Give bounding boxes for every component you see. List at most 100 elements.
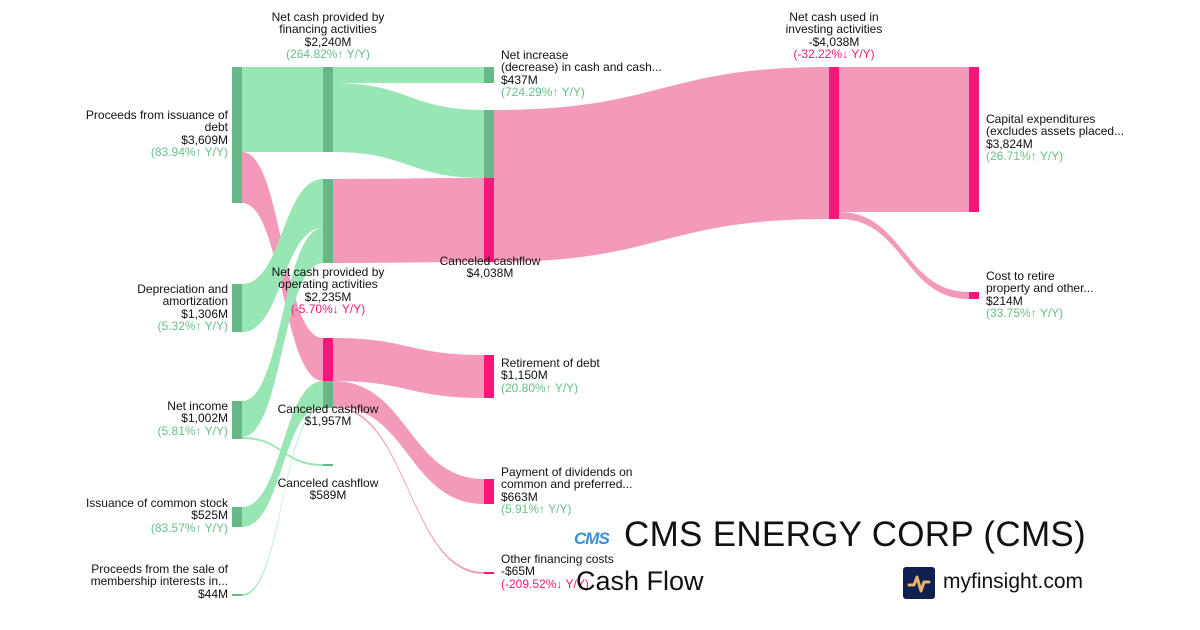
node-change: (83.94%↑ Y/Y) bbox=[150, 144, 228, 159]
node-name: Canceled cashflow bbox=[277, 402, 379, 416]
node-name: (decrease) in cash and cash... bbox=[501, 60, 662, 75]
node-value: $1,306M bbox=[181, 306, 228, 321]
node-name: Other financing costs bbox=[501, 552, 614, 566]
node-fin bbox=[323, 67, 333, 152]
link-fin-to-netinc bbox=[333, 67, 484, 83]
node-value: $3,824M bbox=[986, 136, 1033, 151]
node-costret bbox=[969, 292, 979, 299]
link-cc1957-to-retire bbox=[333, 338, 484, 398]
node-name: Canceled cashflow bbox=[439, 254, 541, 268]
link-member-to-cc1957 bbox=[242, 406, 323, 596]
node-cc4038 bbox=[484, 178, 494, 262]
node-value: $1,150M bbox=[501, 368, 548, 383]
node-change: (724.29%↑ Y/Y) bbox=[501, 84, 585, 99]
node-name: Retirement of debt bbox=[501, 356, 600, 370]
brand-name: myfinsight.com bbox=[943, 570, 1084, 593]
label-ni: Net income$1,002M(5.81%↑ Y/Y) bbox=[158, 400, 228, 437]
node-change: (264.82%↑ Y/Y) bbox=[286, 46, 370, 61]
link-cc1957-to-other bbox=[333, 406, 484, 574]
link-ni-to-op bbox=[242, 228, 323, 437]
node-name: financing activities bbox=[279, 22, 377, 37]
link-inv-to-costret bbox=[839, 212, 969, 299]
node-ni bbox=[232, 401, 242, 439]
node-name: property and other... bbox=[986, 281, 1094, 296]
node-name: Net cash used in bbox=[789, 10, 879, 24]
node-inv bbox=[829, 67, 839, 219]
link-cc1957-to-div bbox=[333, 381, 484, 504]
node-value: $2,235M bbox=[304, 289, 352, 304]
node-name: debt bbox=[204, 120, 228, 135]
myfinsight-logo-icon bbox=[903, 567, 935, 599]
node-value: $1,957M bbox=[304, 414, 352, 429]
node-member bbox=[232, 594, 242, 596]
node-capex bbox=[969, 67, 979, 212]
node-debt bbox=[232, 152, 242, 203]
node-name: Payment of dividends on bbox=[501, 465, 633, 479]
node-value: $4,038M bbox=[466, 266, 514, 281]
node-name: Depreciation and bbox=[137, 282, 228, 296]
node-change: (5.81%↑ Y/Y) bbox=[157, 423, 228, 438]
node-name: Net income bbox=[167, 399, 228, 413]
link-dep-to-op bbox=[242, 179, 323, 332]
node-cc4038 bbox=[484, 110, 494, 178]
node-change: (83.57%↑ Y/Y) bbox=[150, 520, 228, 535]
node-cc1957 bbox=[323, 381, 333, 408]
node-change: (5.91%↑ Y/Y) bbox=[501, 501, 572, 516]
label-capex: Capital expenditures(excludes assets pla… bbox=[986, 113, 1124, 162]
page-subtitle: Cash Flow bbox=[576, 566, 704, 596]
node-cc589 bbox=[323, 464, 333, 466]
label-netinc: Net increase(decrease) in cash and cash.… bbox=[501, 49, 662, 98]
label-cc1957: Canceled cashflow$1,957M bbox=[278, 403, 379, 428]
node-change: (-32.22%↓ Y/Y) bbox=[793, 46, 875, 61]
node-dep bbox=[232, 284, 242, 332]
link-stock-to-cc1957 bbox=[242, 381, 323, 527]
node-name: Proceeds from issuance of bbox=[85, 108, 228, 122]
node-retire bbox=[484, 355, 494, 398]
link-fin-to-cc4038 bbox=[333, 83, 484, 178]
node-value: $214M bbox=[986, 293, 1023, 308]
node-name: Net cash provided by bbox=[271, 10, 385, 24]
node-change: (-5.70%↓ Y/Y) bbox=[290, 301, 366, 316]
label-cc4038: Canceled cashflow$4,038M bbox=[440, 255, 541, 280]
cms-logo: CMS bbox=[574, 529, 610, 548]
label-retire: Retirement of debt$1,150M(20.80%↑ Y/Y) bbox=[501, 357, 600, 394]
link-op-to-cc4038 bbox=[333, 178, 484, 263]
node-name: Cost to retire bbox=[986, 269, 1055, 283]
node-name: operating activities bbox=[278, 277, 378, 292]
node-name: common and preferred... bbox=[501, 477, 633, 492]
node-change: (20.80%↑ Y/Y) bbox=[501, 380, 579, 395]
node-op bbox=[323, 179, 333, 263]
link-inv-to-capex bbox=[839, 67, 969, 212]
node-name: amortization bbox=[162, 294, 228, 309]
node-cc1957 bbox=[323, 338, 333, 381]
node-netinc bbox=[484, 67, 494, 83]
label-stock: Issuance of common stock$525M(83.57%↑ Y/… bbox=[86, 497, 228, 534]
node-change: (-209.52%↓ Y/Y) bbox=[501, 576, 589, 591]
node-name: Canceled cashflow bbox=[277, 476, 379, 490]
node-name: membership interests in... bbox=[90, 574, 228, 589]
node-name: (excludes assets placed... bbox=[986, 124, 1125, 139]
label-other: Other financing costs-$65M(-209.52%↓ Y/Y… bbox=[501, 553, 614, 590]
node-stock bbox=[232, 507, 242, 527]
node-value: $663M bbox=[501, 489, 538, 504]
node-value: $2,240M bbox=[304, 34, 352, 49]
node-name: Net cash provided by bbox=[271, 265, 385, 279]
node-value: -$4,038M bbox=[808, 34, 860, 49]
node-value: $589M bbox=[309, 488, 347, 503]
node-name: Net increase bbox=[501, 48, 569, 62]
label-cc589: Canceled cashflow$589M bbox=[278, 477, 379, 502]
node-change: (33.75%↑ Y/Y) bbox=[986, 305, 1064, 320]
node-name: Capital expenditures bbox=[986, 112, 1096, 126]
node-div bbox=[484, 479, 494, 504]
link-debt-to-fin bbox=[242, 67, 323, 152]
node-value: $44M bbox=[197, 586, 228, 601]
node-value: -$65M bbox=[501, 564, 536, 579]
node-value: $525M bbox=[191, 508, 228, 523]
node-value: $3,609M bbox=[181, 132, 228, 147]
